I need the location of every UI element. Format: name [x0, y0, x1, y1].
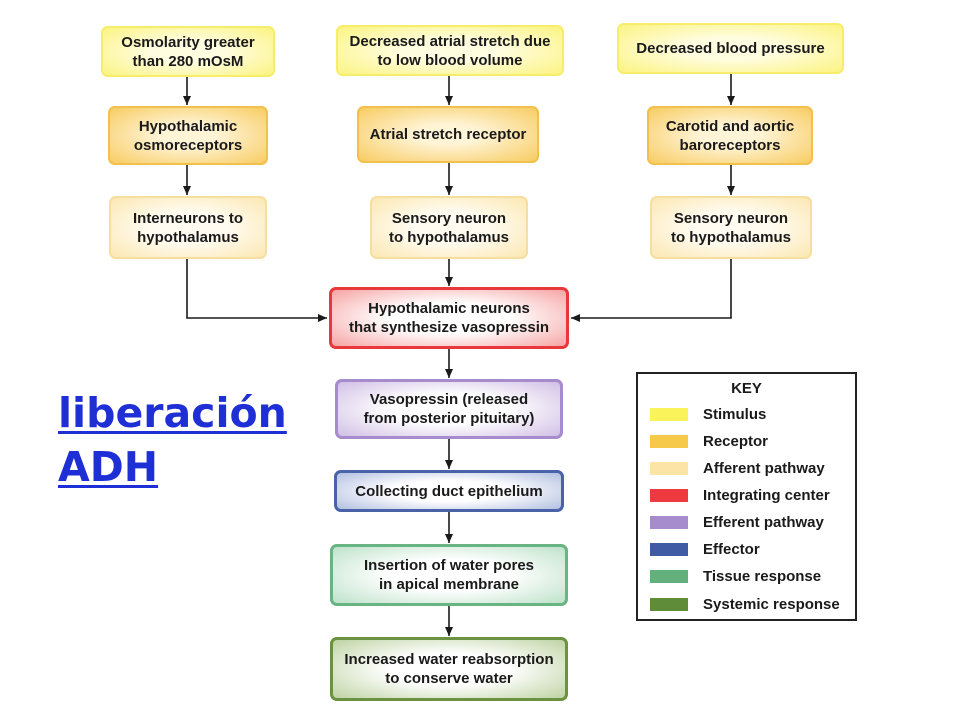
- stimulus-osmolarity-label: Osmolarity greater than 280 mOsM: [121, 33, 255, 70]
- efferent-vasopressin-box: Vasopressin (released from posterior pit…: [335, 379, 563, 439]
- effector-collecting-duct-box: Collecting duct epithelium: [334, 470, 564, 512]
- afferent-interneurons-box: Interneurons to hypothalamus: [109, 196, 267, 259]
- receptor-baroreceptors-label: Carotid and aortic baroreceptors: [665, 117, 795, 154]
- receptor-osmoreceptors-label: Hypothalamic osmoreceptors: [133, 117, 243, 154]
- key-row-tissue: Tissue response: [650, 567, 821, 585]
- stimulus-atrial-stretch-label: Decreased atrial stretch due to low bloo…: [349, 32, 551, 69]
- key-label-integrating: Integrating center: [703, 486, 830, 504]
- key-swatch-systemic: [650, 597, 688, 611]
- receptor-osmoreceptors-box: Hypothalamic osmoreceptors: [108, 106, 268, 165]
- key-label-receptor: Receptor: [703, 432, 769, 450]
- key-label-efferent: Efferent pathway: [703, 513, 824, 531]
- stimulus-blood-pressure-label: Decreased blood pressure: [636, 40, 825, 57]
- key-label-tissue: Tissue response: [703, 567, 822, 585]
- color-key-legend: KEY Stimulus Receptor Afferent pathway I…: [636, 372, 857, 621]
- integrating-center-box: Hypothalamic neurons that synthesize vas…: [329, 287, 569, 349]
- key-row-integrating: Integrating center: [650, 486, 830, 504]
- afferent-interneurons-label: Interneurons to hypothalamus: [132, 209, 243, 246]
- stimulus-atrial-stretch-box: Decreased atrial stretch due to low bloo…: [336, 25, 564, 76]
- key-swatch-afferent: [650, 461, 688, 475]
- receptor-atrial-stretch-label: Atrial stretch receptor: [369, 126, 527, 143]
- key-row-stimulus: Stimulus: [650, 405, 766, 423]
- integrating-center-label: Hypothalamic neurons that synthesize vas…: [348, 300, 550, 336]
- arrow-sensory2-to-hypothalamic: [571, 259, 732, 322]
- efferent-vasopressin-label: Vasopressin (released from posterior pit…: [363, 391, 535, 427]
- key-row-afferent: Afferent pathway: [650, 459, 825, 477]
- key-swatch-stimulus: [650, 407, 688, 421]
- stimulus-osmolarity-box: Osmolarity greater than 280 mOsM: [101, 26, 275, 77]
- key-swatch-integrating: [650, 488, 688, 502]
- key-swatch-effector: [650, 542, 688, 556]
- adh-release-link[interactable]: liberación ADH: [58, 386, 328, 494]
- adh-link-line-2: ADH: [58, 443, 159, 491]
- key-swatch-efferent: [650, 515, 688, 529]
- key-swatch-receptor: [650, 434, 688, 448]
- tissue-response-label: Insertion of water pores in apical membr…: [363, 557, 535, 593]
- afferent-sensory-neuron-label: Sensory neuron to hypothalamus: [388, 209, 509, 246]
- afferent-sensory-neuron-2-label: Sensory neuron to hypothalamus: [670, 209, 791, 246]
- receptor-baroreceptors-box: Carotid and aortic baroreceptors: [647, 106, 813, 165]
- key-swatch-tissue: [650, 569, 688, 583]
- afferent-sensory-neuron-2-box: Sensory neuron to hypothalamus: [650, 196, 812, 259]
- adh-link-line-1: liberación: [58, 389, 287, 437]
- key-label-effector: Effector: [703, 540, 760, 558]
- stimulus-blood-pressure-box: Decreased blood pressure: [617, 23, 844, 74]
- tissue-response-box: Insertion of water pores in apical membr…: [330, 544, 568, 606]
- receptor-atrial-stretch-box: Atrial stretch receptor: [357, 106, 539, 163]
- key-row-effector: Effector: [650, 540, 760, 558]
- key-row-efferent: Efferent pathway: [650, 513, 824, 531]
- arrow-interneurons-to-hypothalamic: [186, 259, 327, 322]
- key-label-afferent: Afferent pathway: [703, 459, 825, 477]
- key-label-stimulus: Stimulus: [703, 405, 767, 423]
- afferent-sensory-neuron-box: Sensory neuron to hypothalamus: [370, 196, 528, 259]
- systemic-response-box: Increased water reabsorption to conserve…: [330, 637, 568, 701]
- key-row-receptor: Receptor: [650, 432, 768, 450]
- effector-collecting-duct-label: Collecting duct epithelium: [355, 482, 543, 500]
- key-row-systemic: Systemic response: [650, 595, 840, 613]
- key-title: KEY: [731, 380, 762, 397]
- key-label-systemic: Systemic response: [703, 595, 840, 613]
- systemic-response-label: Increased water reabsorption to conserve…: [344, 651, 554, 687]
